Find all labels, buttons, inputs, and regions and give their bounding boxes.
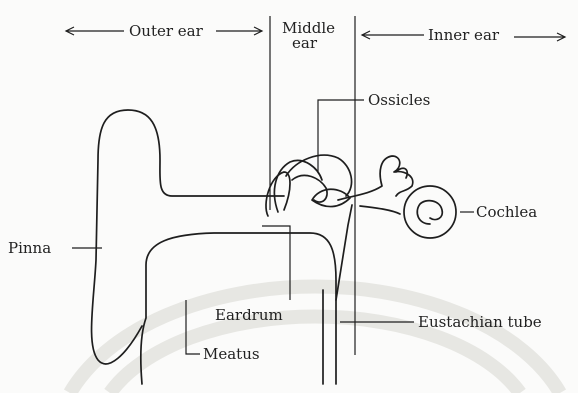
- cochlea-label: Cochlea: [476, 203, 537, 221]
- ossicles-leader: [318, 100, 364, 172]
- pinna-label: Pinna: [8, 239, 51, 257]
- cochlea-shape: [338, 156, 456, 238]
- ossicles-label: Ossicles: [368, 91, 430, 109]
- region-dividers: [270, 16, 355, 355]
- middle-ear-label-line2: ear: [292, 34, 318, 52]
- eardrum-label: Eardrum: [215, 306, 283, 324]
- meatus-label: Meatus: [203, 345, 260, 363]
- watermark: [70, 287, 560, 393]
- inner-ear-label: Inner ear: [428, 26, 500, 44]
- eustachian-tube-label: Eustachian tube: [418, 313, 542, 331]
- outer-ear-label: Outer ear: [129, 22, 204, 40]
